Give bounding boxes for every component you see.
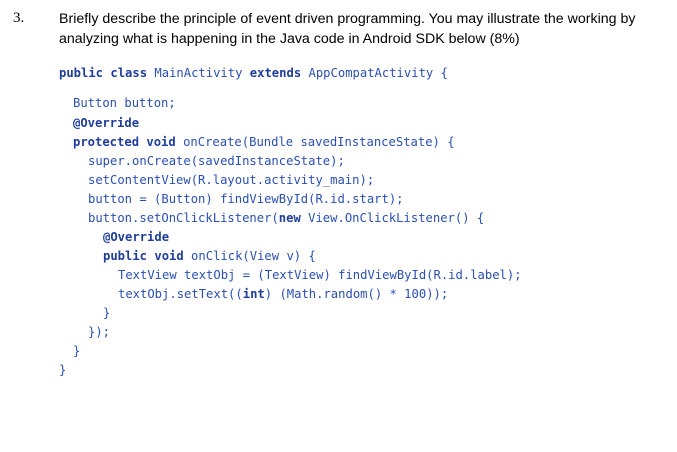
code-line-3: @Override (73, 116, 140, 130)
code-keyword: extends (249, 66, 302, 80)
code-text: View.OnClickListener() { (300, 211, 485, 225)
code-line-7: button = (Button) findViewById(R.id.star… (88, 192, 404, 206)
code-keyword: int (242, 287, 265, 301)
code-line-14: }); (88, 325, 111, 339)
code-line-15: } (73, 344, 81, 358)
code-text: textObj.setText(( (118, 287, 243, 301)
code-keyword: public void (103, 249, 184, 263)
code-line-12: textObj.setText((int) (Math.random() * 1… (118, 285, 448, 303)
code-line-1: public class MainActivity extends AppCom… (59, 64, 448, 82)
question-text-line-2: analyzing what is happening in the Java … (59, 31, 520, 47)
question-number: 3. (13, 10, 25, 26)
question-text-line-1: Briefly describe the principle of event … (59, 11, 636, 27)
code-line-9: @Override (103, 230, 170, 244)
code-text: MainActivity (147, 66, 250, 80)
code-text: button.setOnClickListener( (88, 211, 279, 225)
code-text: AppCompatActivity { (301, 66, 448, 80)
code-keyword: protected void (73, 135, 176, 149)
code-line-8: button.setOnClickListener(new View.OnCli… (88, 209, 484, 227)
code-text: onCreate(Bundle savedInstanceState) { (175, 135, 455, 149)
code-line-2: Button button; (73, 96, 176, 110)
code-line-10: public void onClick(View v) { (103, 247, 316, 265)
code-text: ) (Math.random() * 100)); (264, 287, 449, 301)
code-line-11: TextView textObj = (TextView) findViewBy… (118, 268, 522, 282)
code-line-5: super.onCreate(savedInstanceState); (88, 154, 345, 168)
code-line-16: } (59, 363, 67, 377)
code-line-6: setContentView(R.layout.activity_main); (88, 173, 375, 187)
code-keyword: new (278, 211, 301, 225)
code-line-4: protected void onCreate(Bundle savedInst… (73, 133, 455, 151)
code-line-13: } (103, 306, 111, 320)
code-text: onClick(View v) { (183, 249, 316, 263)
code-keyword: public class (59, 66, 148, 80)
question-text: Briefly describe the principle of event … (59, 9, 674, 49)
